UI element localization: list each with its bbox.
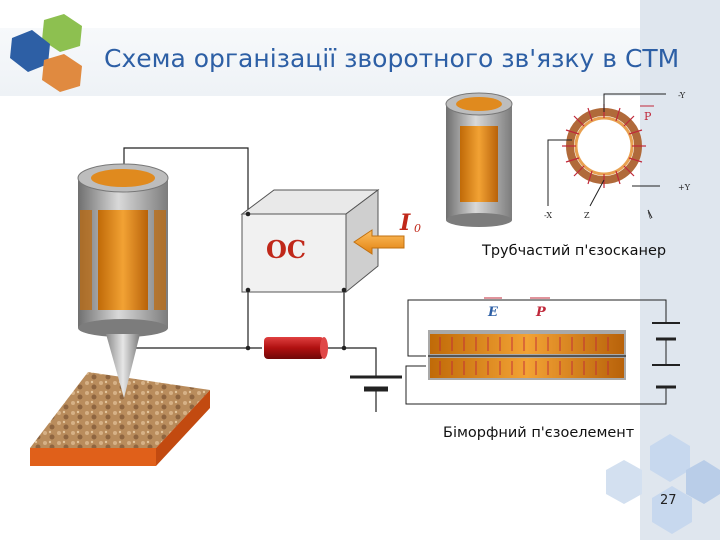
corner-hexagons: [606, 434, 720, 534]
page-number: 27: [660, 493, 677, 508]
current-arrow: I 0: [353, 210, 421, 255]
junction-dots: [245, 211, 347, 351]
hex-orange: [42, 54, 82, 92]
feedback-box: ОС: [240, 189, 380, 294]
current-label: I: [399, 210, 411, 236]
hex-blue: [10, 30, 50, 72]
hex-green: [42, 14, 82, 52]
axis-plus-y-label: +Y: [678, 183, 691, 192]
axis-z-label: Z: [584, 211, 590, 220]
tip-scanner: [77, 163, 169, 398]
axis-minus-y-label: -Y: [678, 91, 686, 100]
axis-x-label: \: [648, 211, 651, 220]
title-bar: [0, 28, 640, 96]
tube-piezoscanner: [445, 92, 513, 227]
bimorph-caption: Біморфний п'єзоелемент: [443, 425, 635, 441]
axis-minus-x-label: -X: [544, 211, 552, 220]
feedback-box-label: ОС: [266, 235, 306, 264]
current-label-subscript: 0: [414, 222, 421, 235]
bimorph-piezoelement: E P: [405, 297, 680, 405]
field-label: E: [487, 305, 499, 320]
sample: [30, 372, 210, 466]
tube-cross-section: P -Y +Y -X Z \: [544, 91, 691, 220]
tube-scanner-caption: Трубчастий п'єзосканер: [482, 243, 667, 259]
battery: [350, 375, 402, 392]
resistor: [264, 337, 328, 359]
stm-tip-needle: [106, 334, 140, 398]
slide-title: Схема організації зворотного зв'язку в С…: [104, 44, 680, 73]
bimorph-polarization-label: P: [535, 305, 547, 320]
logo-hexagons: [10, 14, 82, 92]
polarization-label: P: [644, 110, 652, 123]
